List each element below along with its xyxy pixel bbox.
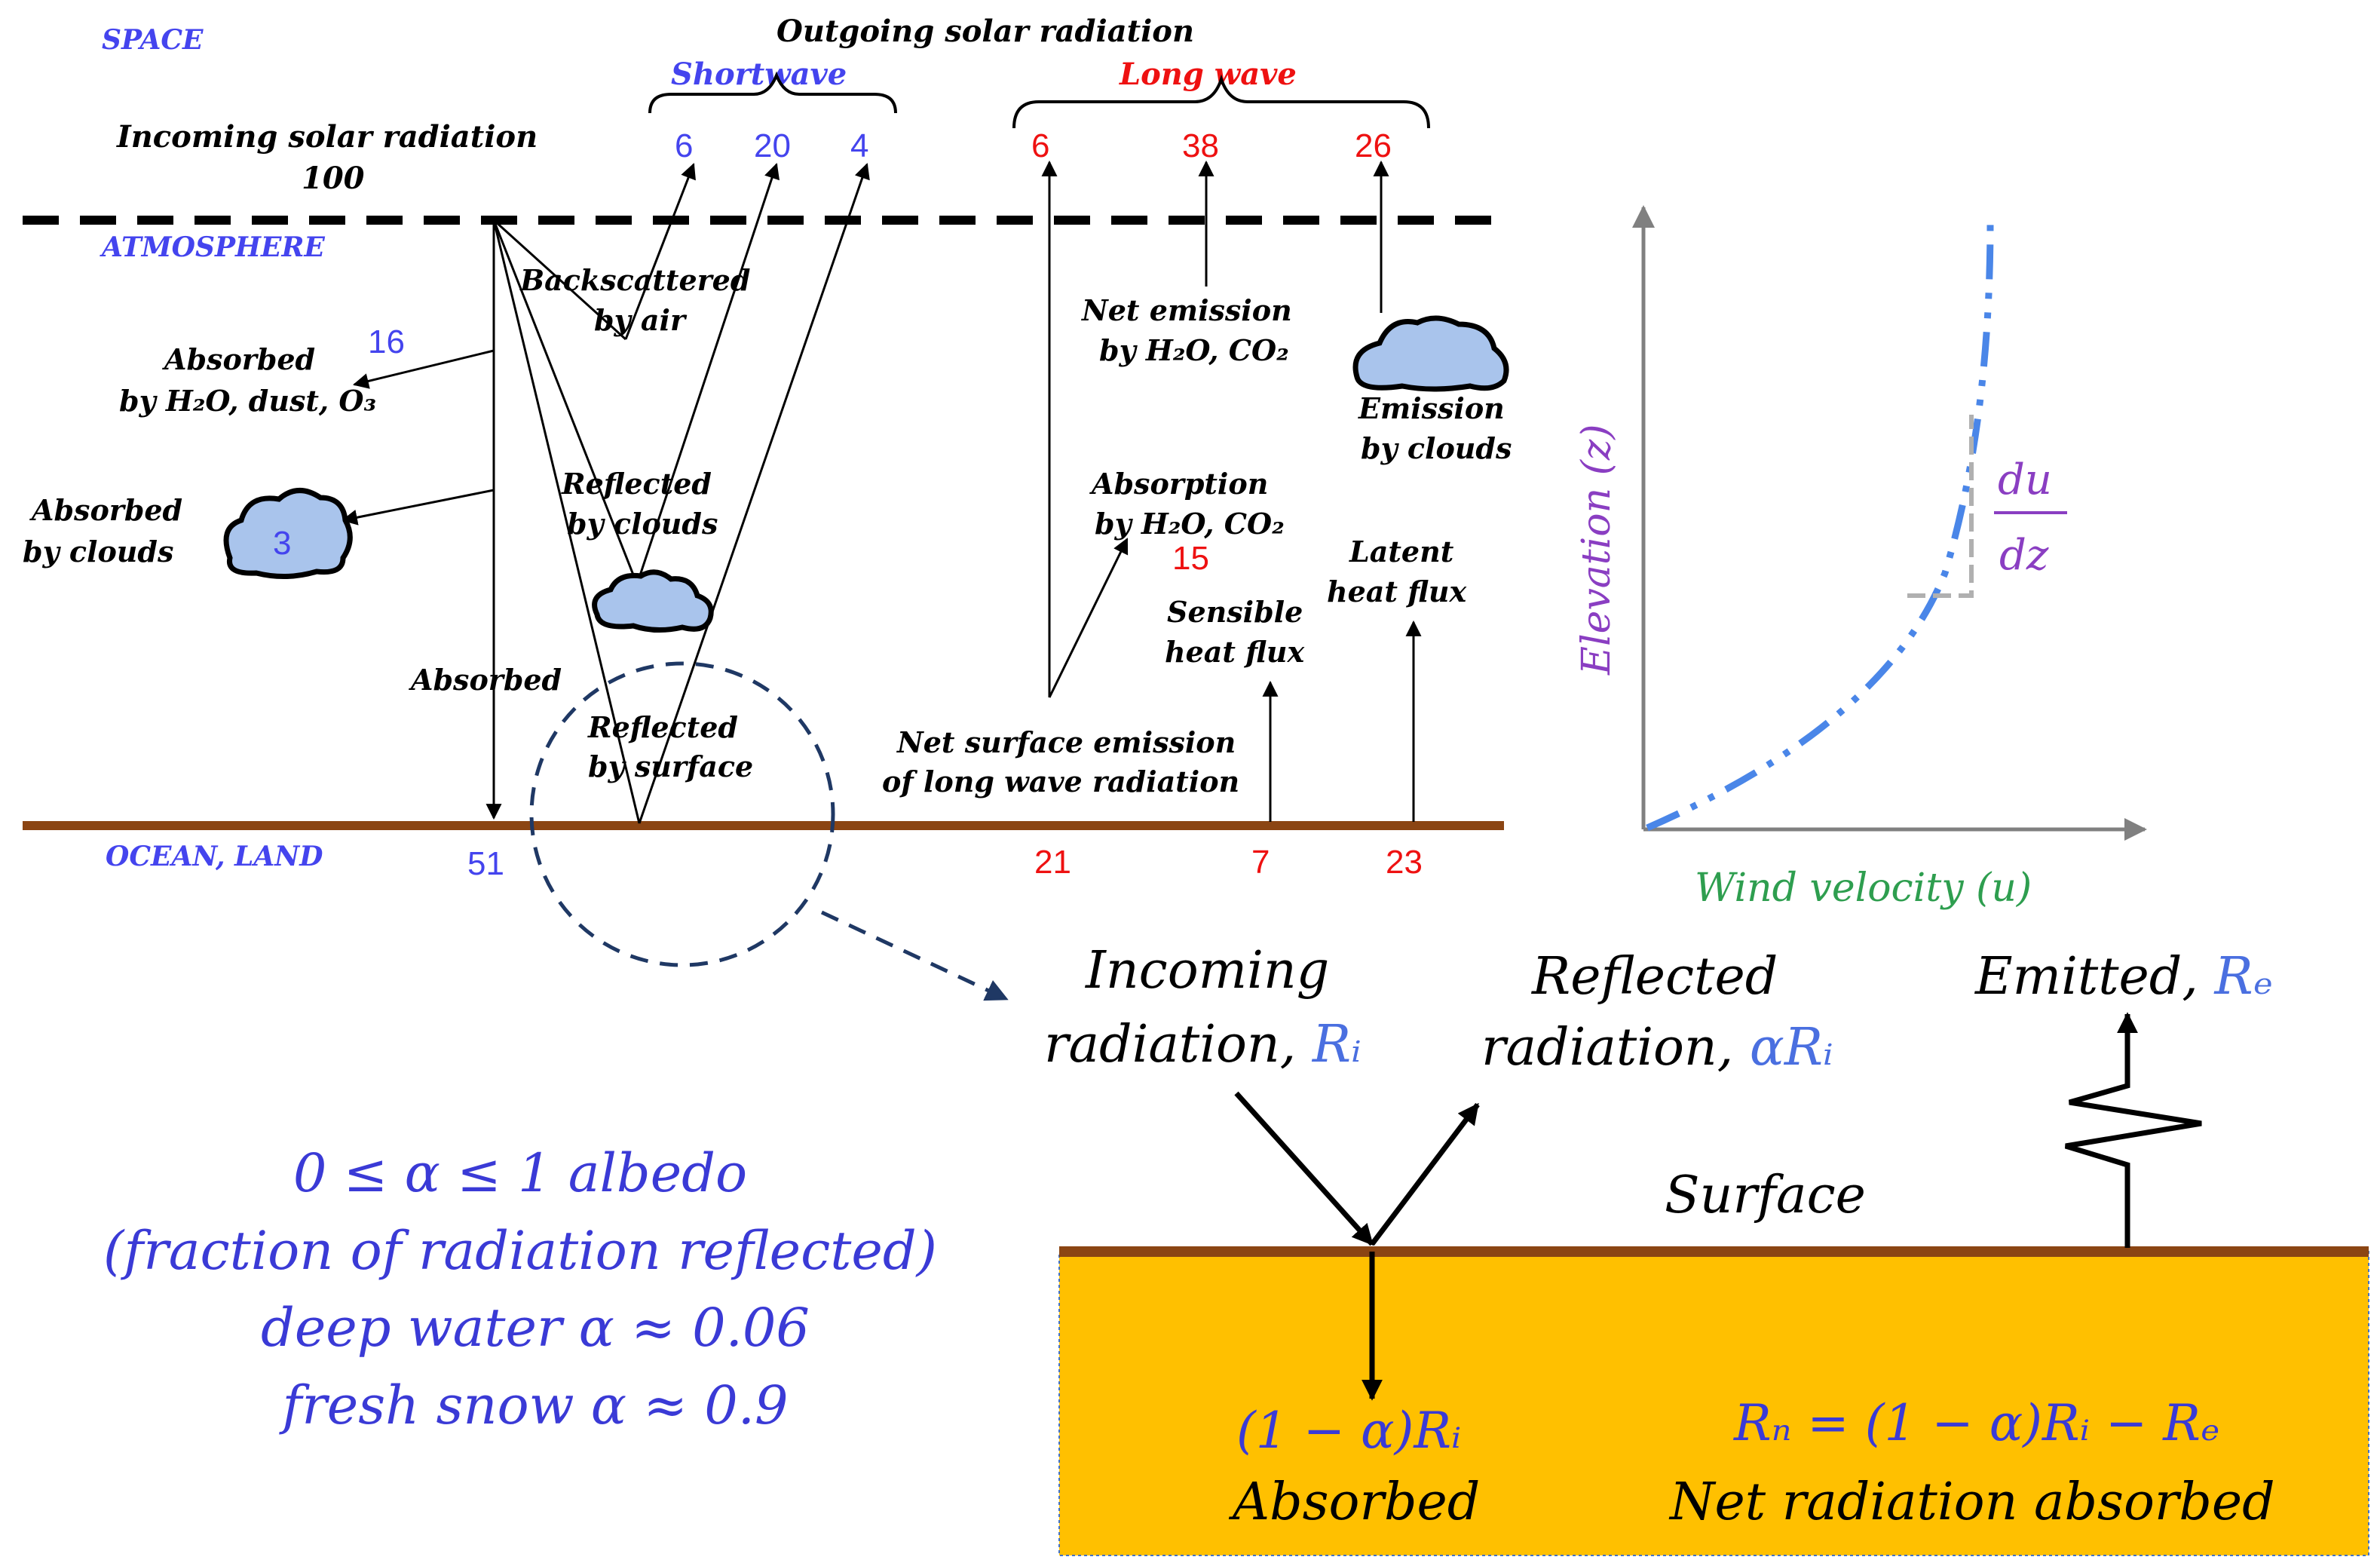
wind-plot-xlabel: Wind velocity (u) xyxy=(1695,866,2032,911)
gradient-triangle xyxy=(1907,415,1974,598)
ray-surface-reflected xyxy=(638,163,870,824)
latent-value: 23 xyxy=(1386,844,1423,881)
absorbed-clouds-label-2: by clouds xyxy=(23,535,173,569)
gradient-den: dz xyxy=(1999,531,2049,580)
detail-incoming-text: radiation, xyxy=(1044,1015,1313,1074)
absorbed-h2o-label-1: Absorbed xyxy=(162,342,315,376)
ray-backscatter-in xyxy=(492,219,627,341)
ray-to-cloud xyxy=(492,219,639,585)
detail-emitted-text: Emitted, xyxy=(1974,947,2215,1007)
absorbed-clouds-value: 3 xyxy=(273,525,291,562)
net-emission-label-2: by H₂O, CO₂ xyxy=(1099,333,1289,367)
emission-clouds-label-1: Emission xyxy=(1358,391,1505,425)
ray-cloud-reflected xyxy=(636,163,780,585)
latent-label-2: heat flux xyxy=(1327,575,1467,608)
space-label: SPACE xyxy=(102,24,204,56)
wind-plot-ylabel: Elevation (z) xyxy=(1574,424,1619,676)
ray-backscatter-out xyxy=(624,163,696,340)
sensible-label-2: heat flux xyxy=(1165,635,1305,669)
absorbed-clouds-label-1: Absorbed xyxy=(29,493,182,527)
shortwave-label: Shortwave xyxy=(671,57,847,92)
detail-incoming-label-2: radiation, Rᵢ xyxy=(1044,1015,1362,1074)
backscattered-label-2: by air xyxy=(594,303,688,337)
detail-emitted-symbol: Rₑ xyxy=(2213,947,2274,1007)
detail-incoming-arrow xyxy=(1234,1091,1374,1246)
incoming-value: 100 xyxy=(302,161,365,196)
detail-emitted-label: Emitted, Rₑ xyxy=(1974,947,2273,1007)
detail-reflected-label-2: radiation, αRᵢ xyxy=(1481,1018,1833,1077)
detail-absorbed-label: Absorbed xyxy=(1228,1473,1480,1532)
net-surface-label-2: of long wave radiation xyxy=(882,765,1239,798)
absorption-value: 15 xyxy=(1172,540,1209,577)
absorbed-surface-value: 51 xyxy=(467,845,504,882)
shortwave-brace xyxy=(648,71,897,114)
reflected-clouds-label-1: Reflected xyxy=(561,467,712,501)
albedo-line-4: fresh snow α ≈ 0.9 xyxy=(278,1375,788,1436)
longwave-value-2: 38 xyxy=(1182,127,1219,164)
incoming-label: Incoming solar radiation xyxy=(116,119,538,155)
shortwave-value-3: 4 xyxy=(850,127,868,164)
lw-arrow-absorption xyxy=(1048,538,1129,698)
detail-incoming-label-1: Incoming xyxy=(1084,941,1329,1001)
cloud-reflecting xyxy=(592,569,714,633)
sensible-label-1: Sensible xyxy=(1167,595,1303,629)
emission-clouds-label-2: by clouds xyxy=(1361,431,1512,465)
absorption-label-1: Absorption xyxy=(1089,467,1268,501)
absorption-label-2: by H₂O, CO₂ xyxy=(1095,507,1285,541)
absorbed-h2o-label-2: by H₂O, dust, O₃ xyxy=(119,384,376,418)
detail-emitted-zigzag xyxy=(2064,1012,2202,1248)
longwave-value-1: 6 xyxy=(1031,127,1049,164)
ray-to-surface xyxy=(492,219,641,824)
ocean-land-label: OCEAN, LAND xyxy=(106,841,323,872)
detail-net-label: Net radiation absorbed xyxy=(1668,1473,2275,1532)
reflected-surface-label-2: by surface xyxy=(588,749,753,783)
detail-reflected-symbol: αRᵢ xyxy=(1750,1018,1833,1077)
cloud-emitting xyxy=(1352,315,1509,392)
absorbed-surface-label: Absorbed xyxy=(409,663,562,697)
outgoing-title: Outgoing solar radiation xyxy=(776,14,1194,49)
longwave-value-3: 26 xyxy=(1355,127,1392,164)
net-emission-label-1: Net emission xyxy=(1081,293,1292,327)
longwave-label: Long wave xyxy=(1119,57,1297,92)
detail-surface-label: Surface xyxy=(1665,1166,1866,1225)
wind-profile-curve xyxy=(1646,222,1994,832)
ray-absorbed-h2o xyxy=(352,349,495,389)
albedo-line-2: (fraction of radiation reflected) xyxy=(103,1220,937,1282)
zoom-circle xyxy=(529,661,835,967)
detail-absorbed-expr: (1 − α)Rᵢ xyxy=(1236,1402,1461,1460)
latent-label-1: Latent xyxy=(1349,535,1454,569)
cloud-absorbed xyxy=(223,488,353,579)
detail-incoming-symbol: Rᵢ xyxy=(1311,1015,1362,1074)
zoom-arrow xyxy=(820,910,1009,1001)
atmosphere-label: ATMOSPHERE xyxy=(100,231,325,263)
detail-net-expr: Rₙ = (1 − α)Rᵢ − Rₑ xyxy=(1733,1394,2220,1452)
detail-reflected-text: radiation, xyxy=(1481,1018,1750,1077)
reflected-surface-label-1: Reflected xyxy=(587,710,738,744)
albedo-line-1: 0 ≤ α ≤ 1 albedo xyxy=(293,1142,747,1204)
albedo-line-3: deep water α ≈ 0.06 xyxy=(261,1297,810,1359)
absorbed-h2o-value: 16 xyxy=(368,323,405,360)
backscattered-label-1: Backscattered xyxy=(519,263,750,297)
longwave-brace xyxy=(1012,74,1430,129)
ground-block xyxy=(1058,1251,2369,1556)
detail-reflected-label-1: Reflected xyxy=(1530,947,1778,1007)
shortwave-value-1: 6 xyxy=(675,127,693,164)
shortwave-value-2: 20 xyxy=(754,127,791,164)
sensible-value: 7 xyxy=(1251,844,1270,881)
net-surface-label-1: Net surface emission xyxy=(896,725,1236,759)
reflected-clouds-label-2: by clouds xyxy=(567,507,718,541)
detail-reflected-arrow xyxy=(1370,1102,1480,1246)
gradient-num: du xyxy=(1998,455,2052,504)
net-surface-value: 21 xyxy=(1034,844,1071,881)
ray-absorbed-clouds xyxy=(341,489,495,526)
